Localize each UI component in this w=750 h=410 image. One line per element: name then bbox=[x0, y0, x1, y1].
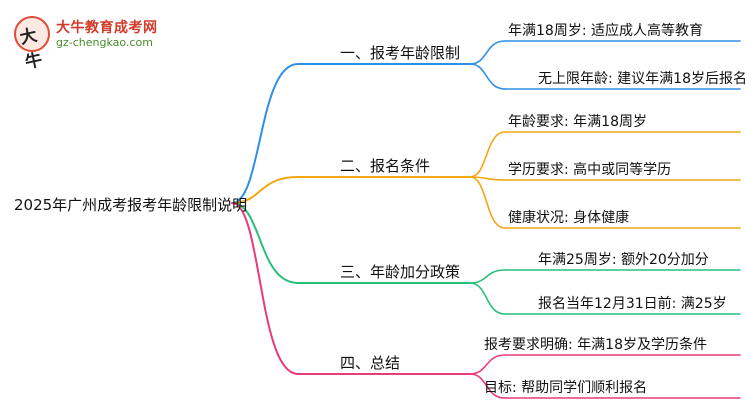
branch-connector bbox=[231, 202, 299, 284]
branch-label: 二、报名条件 bbox=[340, 157, 431, 175]
logo-url: gz-chengkao.com bbox=[56, 36, 153, 49]
leaf-connector bbox=[469, 354, 506, 375]
leaf-connector bbox=[469, 269, 506, 284]
leaf-label: 年龄要求: 年满18周岁 bbox=[508, 114, 647, 130]
leaf-label: 健康状况: 身体健康 bbox=[508, 210, 630, 226]
logo-mark: 大牛 bbox=[14, 16, 50, 73]
branch-label: 四、总结 bbox=[340, 354, 401, 372]
leaf-connector bbox=[469, 40, 506, 65]
mindmap-root: 2025年广州成考报考年龄限制说明 bbox=[14, 196, 248, 214]
branch-connector bbox=[231, 63, 299, 204]
branch-connector bbox=[231, 176, 299, 204]
leaf-label: 目标: 帮助同学们顺利报名 bbox=[484, 380, 648, 396]
leaf-connector bbox=[469, 282, 506, 315]
site-logo: 大牛 大牛教育成考网 gz-chengkao.com bbox=[14, 14, 214, 73]
leaf-label: 学历要求: 高中或同等学历 bbox=[508, 162, 672, 178]
branch-connector bbox=[231, 202, 299, 375]
branch-label: 一、报考年龄限制 bbox=[340, 44, 461, 62]
leaf-label: 年满18周岁: 适应成人高等教育 bbox=[508, 23, 703, 39]
leaf-label: 年满25周岁: 额外20分加分 bbox=[538, 252, 709, 268]
branch-label: 三、年龄加分政策 bbox=[340, 263, 461, 281]
leaf-label: 报名当年12月31日前: 满25岁 bbox=[538, 296, 727, 312]
logo-name: 大牛教育成考网 bbox=[56, 20, 158, 36]
leaf-connector bbox=[469, 63, 506, 90]
leaf-connector bbox=[469, 131, 506, 178]
leaf-label: 无上限年龄: 建议年满18岁后报名 bbox=[538, 71, 747, 87]
leaf-connector bbox=[469, 176, 506, 229]
leaf-label: 报考要求明确: 年满18岁及学历条件 bbox=[484, 337, 707, 353]
leaf-connector bbox=[469, 373, 506, 399]
